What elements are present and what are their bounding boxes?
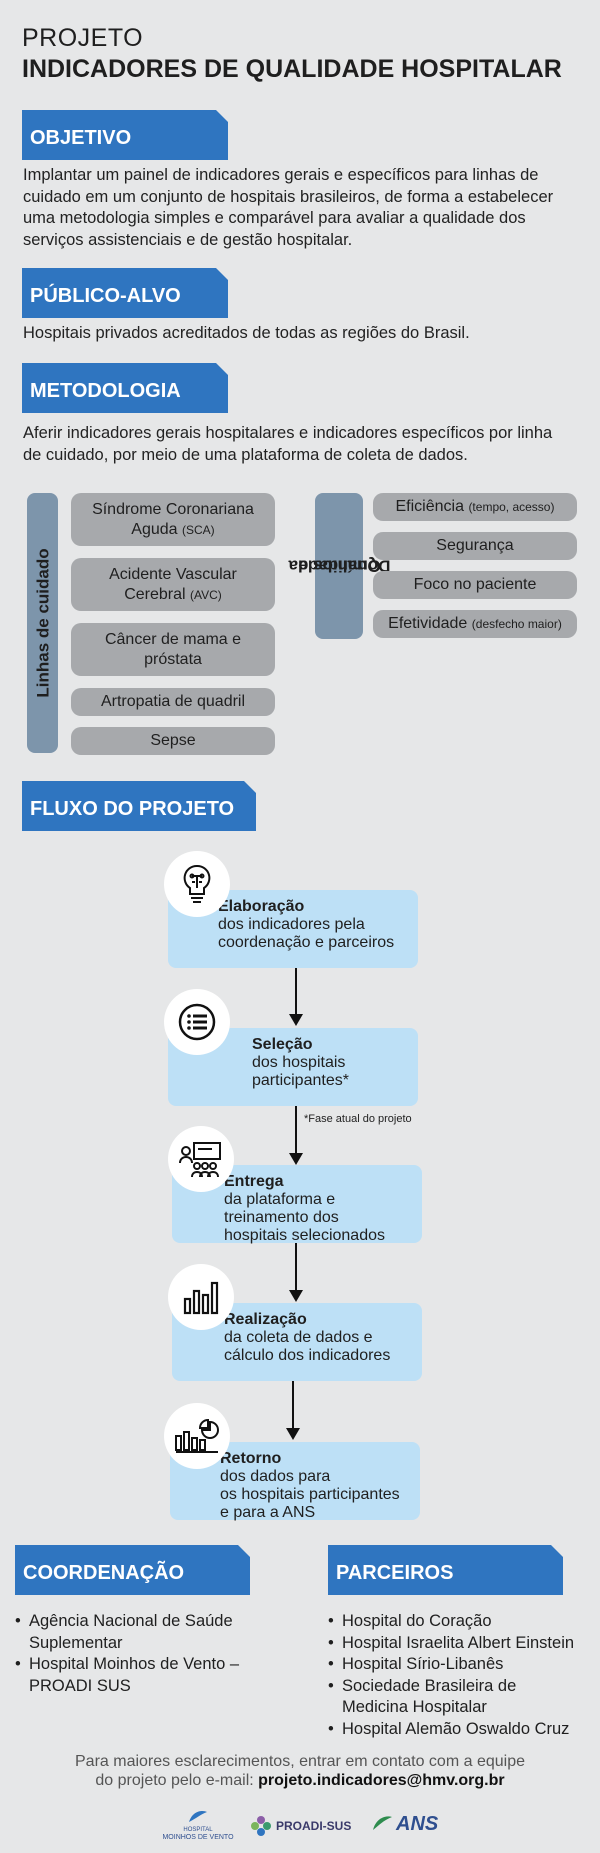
linhas-de-cuidado-label: Linhas de cuidado — [27, 493, 58, 753]
linha-sepse: Sepse — [71, 727, 275, 755]
fluxo-step-selecao: Seleção dos hospitais participantes* — [168, 1028, 418, 1106]
parceiros-list: Hospital do Coração Hospital Israelita A… — [328, 1611, 598, 1740]
header-line1: PROJETO — [22, 24, 144, 52]
dominio-seguranca: Segurança — [373, 532, 577, 560]
metodologia-text: Aferir indicadores gerais hospitalares e… — [23, 424, 553, 464]
footer-contact: Para maiores esclarecimentos, entrar em … — [75, 1753, 525, 1789]
list-item: Hospital Sírio-Libanês — [328, 1654, 598, 1676]
objetivo-text: Implantar um painel de indicadores gerai… — [23, 166, 554, 249]
flow-arrow-4 — [286, 1381, 300, 1440]
report-chart-icon — [164, 1403, 230, 1469]
list-item: Hospital Moinhos de Vento –PROADI SUS — [15, 1654, 265, 1697]
proadi-flower-icon — [251, 1816, 271, 1836]
section-parceiros-header: PARCEIROS — [328, 1545, 563, 1595]
section-objetivo-header: OBJETIVO — [22, 110, 228, 160]
page-title: INDICADORES DE QUALIDADE HOSPITALAR — [22, 55, 562, 83]
section-metodologia-header: METODOLOGIA — [22, 363, 228, 413]
fase-atual-note: *Fase atual do projeto — [304, 1113, 412, 1125]
list-icon — [164, 989, 230, 1055]
lightbulb-circuit-icon — [164, 851, 230, 917]
flow-arrow-1 — [289, 968, 303, 1026]
flow-arrow-2 — [289, 1106, 303, 1165]
list-item: Hospital Alemão Oswaldo Cruz — [328, 1719, 598, 1741]
dominio-efetividade: Efetividade (desfecho maior) — [373, 610, 577, 638]
contact-email[interactable]: projeto.indicadores@hmv.org.br — [258, 1772, 505, 1789]
ans-swoosh-icon — [373, 1816, 392, 1830]
bar-chart-icon — [168, 1264, 234, 1330]
fluxo-step-elaboracao: Elaboração dos indicadores pela coordena… — [168, 890, 418, 968]
training-presentation-icon — [168, 1126, 234, 1192]
list-item: Hospital Israelita Albert Einstein — [328, 1633, 598, 1655]
linha-artropatia: Artropatia de quadril — [71, 688, 275, 716]
logo-hmv: HOSPITAL MOINHOS DE VENTO — [160, 1808, 236, 1842]
logo-proadi: PROADI-SUS — [250, 1815, 351, 1837]
hmv-leaf-icon — [189, 1811, 207, 1822]
list-item: Hospital do Coração — [328, 1611, 598, 1633]
flow-arrow-3 — [289, 1243, 303, 1302]
dominio-foco-paciente: Foco no paciente — [373, 571, 577, 599]
dominio-eficiencia: Eficiência (tempo, acesso) — [373, 493, 577, 521]
logo-ans: ANS — [370, 1812, 438, 1836]
section-publico-header: PÚBLICO-ALVO — [22, 268, 228, 318]
section-fluxo-header: FLUXO DO PROJETO — [22, 781, 256, 831]
section-coordenacao-header: COORDENAÇÃO — [15, 1545, 250, 1595]
publico-text: Hospitais privados acreditados de todas … — [23, 324, 470, 342]
